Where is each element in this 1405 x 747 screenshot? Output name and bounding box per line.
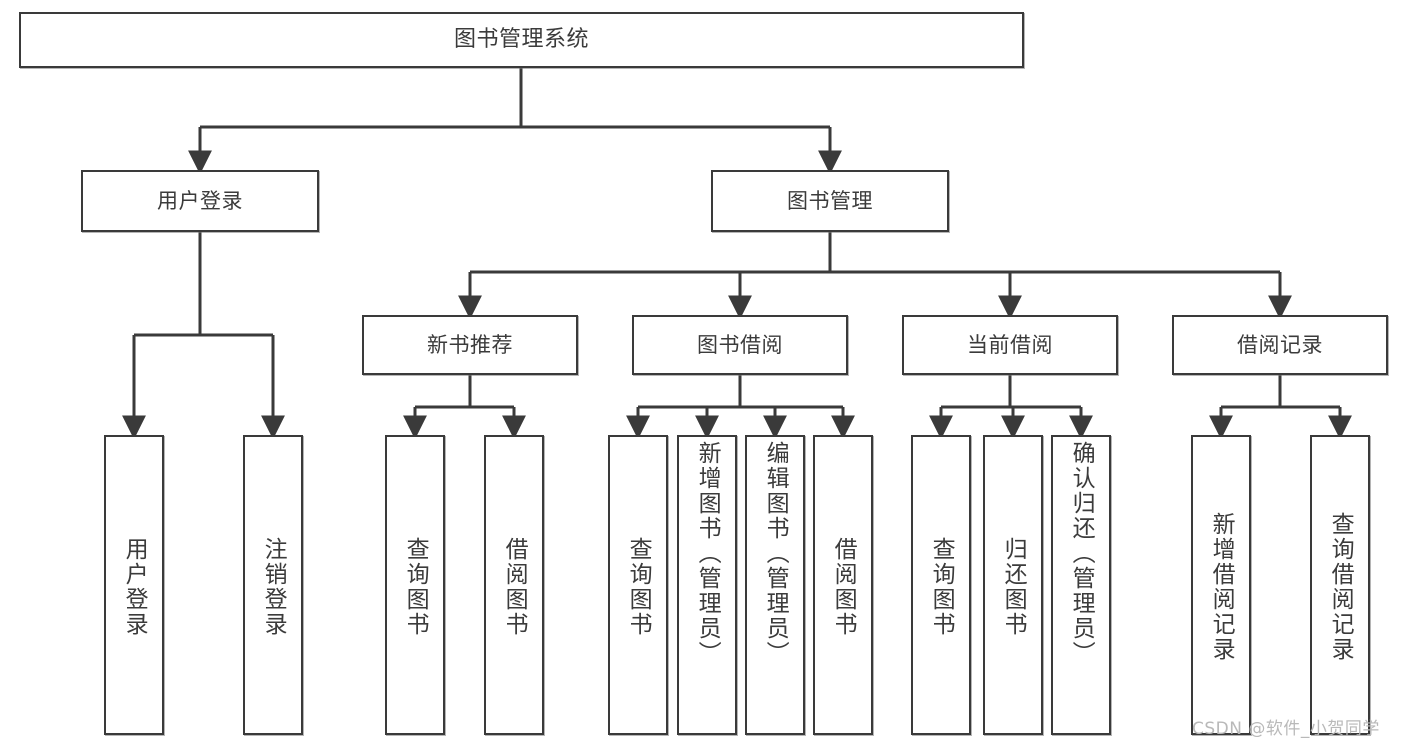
node-leaf-user-logout[interactable]: 注销登录 (243, 435, 303, 735)
node-leaf-edit-book-admin[interactable]: 编辑图书（管理员） (745, 435, 805, 735)
node-current-borrow-label: 当前借阅 (967, 332, 1053, 357)
node-leaf-query-book-1[interactable]: 查询图书 (385, 435, 445, 735)
node-leaf-add-borrow-record[interactable]: 新增借阅记录 (1191, 435, 1251, 735)
node-leaf-borrow-book-1[interactable]: 借阅图书 (484, 435, 544, 735)
node-book-manage-label: 图书管理 (787, 188, 873, 213)
node-leaf-borrow-book-1-label: 借阅图书 (501, 537, 528, 637)
node-leaf-add-book-admin[interactable]: 新增图书（管理员） (677, 435, 737, 735)
node-leaf-query-book-2-label: 查询图书 (625, 537, 652, 637)
node-leaf-user-login[interactable]: 用户登录 (104, 435, 164, 735)
node-leaf-query-borrow-record[interactable]: 查询借阅记录 (1310, 435, 1370, 735)
csdn-watermark: CSDN @软件_小贺同学 (1192, 719, 1380, 739)
node-leaf-query-book-2[interactable]: 查询图书 (608, 435, 668, 735)
node-leaf-add-book-admin-label: 新增图书（管理员） (694, 441, 721, 666)
node-leaf-borrow-book-2[interactable]: 借阅图书 (813, 435, 873, 735)
node-leaf-confirm-return-admin[interactable]: 确认归还（管理员） (1051, 435, 1111, 735)
node-leaf-query-book-1-label: 查询图书 (402, 537, 429, 637)
node-root-label: 图书管理系统 (453, 27, 589, 53)
node-new-book-recommend-label: 新书推荐 (427, 332, 513, 357)
node-book-borrow-label: 图书借阅 (697, 332, 783, 357)
node-leaf-confirm-return-admin-label: 确认归还（管理员） (1068, 441, 1095, 666)
node-borrow-record-label: 借阅记录 (1237, 332, 1323, 357)
node-borrow-record[interactable]: 借阅记录 (1172, 315, 1388, 375)
node-new-book-recommend[interactable]: 新书推荐 (362, 315, 578, 375)
node-leaf-user-logout-label: 注销登录 (260, 537, 287, 637)
node-user-login-label: 用户登录 (157, 188, 243, 213)
node-leaf-add-borrow-record-label: 新增借阅记录 (1208, 512, 1235, 662)
node-current-borrow[interactable]: 当前借阅 (902, 315, 1118, 375)
node-leaf-user-login-label: 用户登录 (121, 537, 148, 637)
node-leaf-query-book-3[interactable]: 查询图书 (911, 435, 971, 735)
node-leaf-edit-book-admin-label: 编辑图书（管理员） (762, 441, 789, 666)
node-leaf-return-book-label: 归还图书 (1000, 537, 1027, 637)
node-book-borrow[interactable]: 图书借阅 (632, 315, 848, 375)
node-book-manage[interactable]: 图书管理 (711, 170, 949, 232)
node-leaf-borrow-book-2-label: 借阅图书 (830, 537, 857, 637)
node-root[interactable]: 图书管理系统 (19, 12, 1024, 68)
node-leaf-return-book[interactable]: 归还图书 (983, 435, 1043, 735)
node-leaf-query-book-3-label: 查询图书 (928, 537, 955, 637)
node-user-login[interactable]: 用户登录 (81, 170, 319, 232)
node-leaf-query-borrow-record-label: 查询借阅记录 (1327, 512, 1354, 662)
